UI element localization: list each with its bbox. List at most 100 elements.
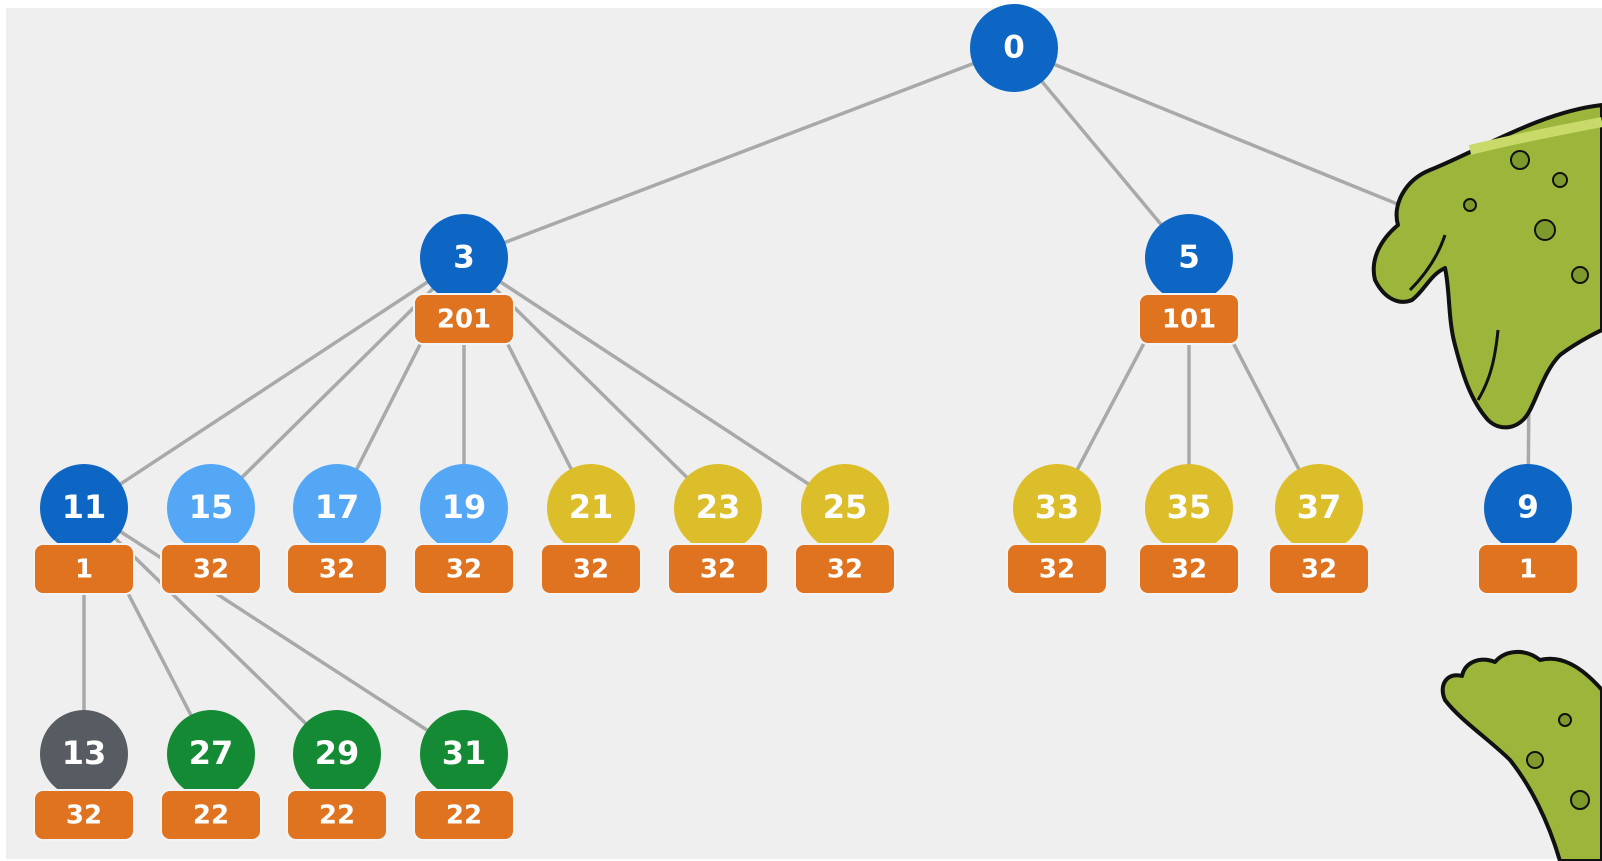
node-count-badge xyxy=(1268,543,1370,595)
monster-highlight xyxy=(1468,117,1602,155)
node-circle xyxy=(40,710,128,798)
monster-wart xyxy=(1558,713,1572,727)
node-count-label: 32 xyxy=(1301,555,1337,585)
node-circle xyxy=(970,4,1058,92)
node-circle xyxy=(293,710,381,798)
monster-lower-hand xyxy=(1440,650,1602,861)
node-count-badge xyxy=(1006,543,1108,595)
node-label: 31 xyxy=(442,734,487,772)
tree-node[interactable]: 21 32 xyxy=(540,464,642,595)
node-label: 29 xyxy=(315,734,360,772)
node-layer: 0320151011111153217321932213223322532333… xyxy=(33,4,1581,841)
tree-node[interactable]: 5 101 xyxy=(1138,214,1240,345)
node-count-label: 22 xyxy=(319,801,355,831)
tree-node[interactable]: 91 xyxy=(1477,464,1579,595)
monster-upper-hand xyxy=(1371,103,1602,430)
node-count-badge xyxy=(1477,543,1579,595)
edge-n0-n5 xyxy=(1012,46,1191,260)
node-count-badge xyxy=(413,543,515,595)
node-count-label: 32 xyxy=(66,801,102,831)
node-count-label: 32 xyxy=(193,555,229,585)
node-count-label: 32 xyxy=(700,555,736,585)
node-count-badge xyxy=(667,543,769,595)
node-count-badge xyxy=(540,543,642,595)
node-label: 5 xyxy=(1178,240,1200,276)
node-count-badge xyxy=(413,789,515,841)
tree-node[interactable]: 13 32 xyxy=(33,710,135,841)
node-circle xyxy=(167,464,255,552)
node-count-label: 22 xyxy=(193,801,229,831)
node-circle xyxy=(293,464,381,552)
node-count-badge xyxy=(160,543,262,595)
node-count-badge xyxy=(33,789,135,841)
node-count-badge xyxy=(160,789,262,841)
monster-wart xyxy=(1463,198,1477,212)
tree-node[interactable]: 0 xyxy=(970,4,1058,92)
node-label: 0 xyxy=(1003,30,1025,66)
node-count-label: 32 xyxy=(573,555,609,585)
node-label: 13 xyxy=(62,734,107,772)
node-count-badge xyxy=(286,789,388,841)
node-circle xyxy=(420,710,508,798)
node-circle xyxy=(1145,214,1233,302)
node-count-badge xyxy=(413,293,515,345)
node-label: 9 xyxy=(1517,490,1539,526)
node-label: 3 xyxy=(453,240,475,276)
node-count-badge xyxy=(286,543,388,595)
node-circle xyxy=(1275,464,1363,552)
monster-wart xyxy=(1510,150,1530,170)
tree-node[interactable]: 31 22 xyxy=(413,710,515,841)
node-label: 33 xyxy=(1035,488,1080,526)
monster-wart xyxy=(1526,751,1544,769)
node-label: 19 xyxy=(442,488,487,526)
tree-node[interactable]: 3 201 xyxy=(413,214,515,345)
node-circle xyxy=(420,214,508,302)
node-label: 21 xyxy=(569,488,614,526)
monster-wart xyxy=(1552,172,1568,188)
diagram-background xyxy=(6,8,1602,859)
node-circle xyxy=(1145,464,1233,552)
node-label: 35 xyxy=(1167,488,1212,526)
tree-node[interactable]: 23 32 xyxy=(667,464,769,595)
tree-node[interactable]: 29 22 xyxy=(286,710,388,841)
tree-node[interactable]: 111 xyxy=(33,464,135,595)
node-circle xyxy=(1013,464,1101,552)
node-count-badge xyxy=(1138,293,1240,345)
node-count-label: 22 xyxy=(446,801,482,831)
edge-n3-n25 xyxy=(462,256,847,510)
node-count-label: 201 xyxy=(437,305,491,335)
node-count-badge xyxy=(1138,543,1240,595)
monster-wart xyxy=(1571,266,1589,284)
node-count-label: 32 xyxy=(446,555,482,585)
node-circle xyxy=(167,710,255,798)
node-circle xyxy=(420,464,508,552)
monster-finger-line xyxy=(1476,329,1500,401)
node-circle xyxy=(40,464,128,552)
monster-finger-line xyxy=(1408,234,1447,292)
node-label: 23 xyxy=(696,488,741,526)
node-circle xyxy=(801,464,889,552)
monster-wart xyxy=(1534,219,1556,241)
node-count-label: 101 xyxy=(1162,305,1216,335)
node-count-label: 1 xyxy=(1519,555,1537,585)
node-count-badge xyxy=(33,543,135,595)
node-label: 11 xyxy=(62,488,107,526)
tree-node[interactable]: 33 32 xyxy=(1006,464,1108,595)
node-count-label: 1 xyxy=(75,555,93,585)
node-label: 15 xyxy=(189,488,234,526)
monster-hand-illustration xyxy=(1371,103,1602,861)
edge-n11-n31 xyxy=(82,506,466,756)
node-circle xyxy=(1484,464,1572,552)
node-count-label: 32 xyxy=(1039,555,1075,585)
edge-n0-n3 xyxy=(462,46,1016,260)
edge-n3-n11 xyxy=(82,256,466,510)
node-count-badge xyxy=(794,543,896,595)
